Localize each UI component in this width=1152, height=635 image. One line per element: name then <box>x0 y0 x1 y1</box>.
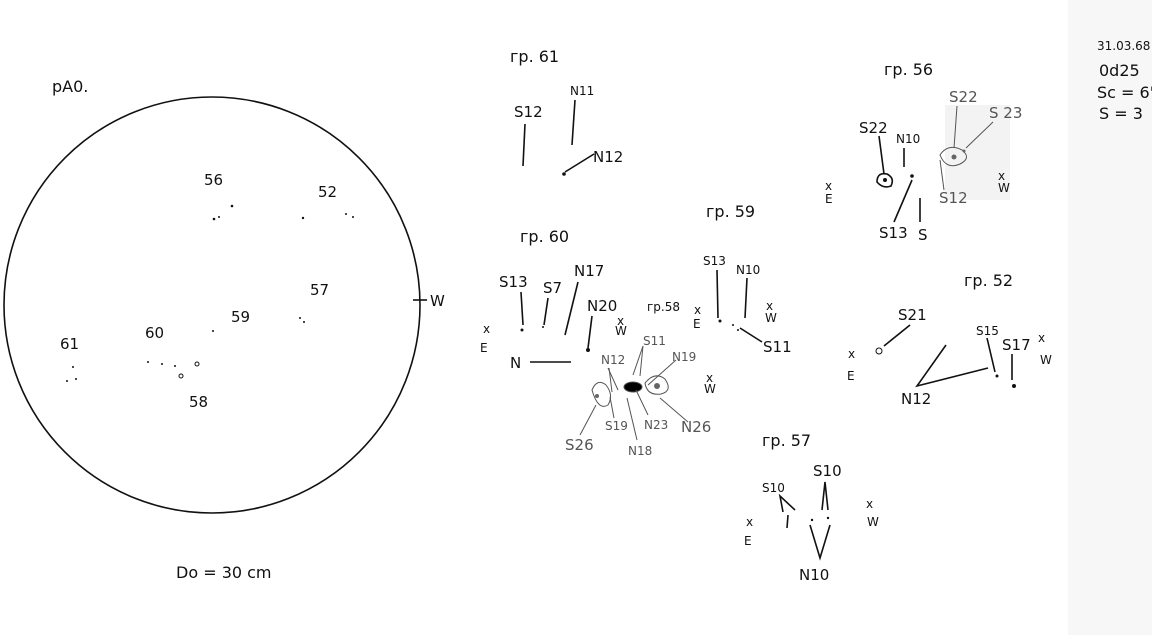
east-label: E <box>744 534 752 548</box>
spot-label: S19 <box>605 419 628 433</box>
spot-label: S12 <box>514 103 543 121</box>
x-mark: x <box>746 515 753 529</box>
disk-title: pA0. <box>52 77 88 96</box>
spot-label: S22 <box>859 119 888 137</box>
x-mark: x <box>706 371 713 385</box>
spot-label: S15 <box>976 324 999 338</box>
disk-group-56: 56 <box>204 171 223 189</box>
spot-label: N23 <box>644 418 668 432</box>
east-label: E <box>825 192 833 206</box>
paper-edge <box>1068 0 1152 635</box>
disk-spots <box>66 204 354 382</box>
group-title: гр. 52 <box>964 271 1013 290</box>
spot-label: S13 <box>703 254 726 268</box>
spot-label: S13 <box>879 224 908 242</box>
spot-label: S11 <box>643 334 666 348</box>
x-mark: x <box>1038 331 1045 345</box>
west-label: W <box>615 324 627 338</box>
time: 0d25 <box>1099 61 1140 80</box>
west-label: W <box>1040 353 1052 367</box>
spot-label: S10 <box>813 462 842 480</box>
spot-label: S21 <box>898 306 927 324</box>
x-mark: x <box>825 179 832 193</box>
x-mark: x <box>694 303 701 317</box>
spot-label: N26 <box>681 418 711 436</box>
spot-label: N18 <box>628 444 652 458</box>
x-mark: x <box>998 169 1005 183</box>
group-title: гр. 56 <box>884 60 933 79</box>
west-label: W <box>704 382 716 396</box>
spot-label: N11 <box>570 84 594 98</box>
disk-group-61: 61 <box>60 335 79 353</box>
group-52: гр. 52 S21 S15 S17 N12 x E x W <box>847 271 1052 408</box>
spot-label: N10 <box>799 566 829 584</box>
west-label: W <box>867 515 879 529</box>
spot-label: S7 <box>543 279 562 297</box>
group-61: гр. 61 S12 N11 N12 <box>510 47 623 176</box>
disk-outline <box>3 96 421 514</box>
x-mark: x <box>766 299 773 313</box>
group-59: гр. 59 S13 N10 S11 x E x W <box>693 202 792 356</box>
spot-label: S 23 <box>989 104 1022 122</box>
seeing: S = 3 <box>1099 104 1143 123</box>
group-58: гр.58 x W x W S11 N12 N19 S26 S19 N23 N1… <box>565 300 716 458</box>
spot-label: S12 <box>939 189 968 207</box>
spot-label: N19 <box>672 350 696 364</box>
observation-header: 31.03.68 0d25 Sc = 6' S = 3 <box>1097 39 1152 123</box>
spot-label: S <box>918 226 928 244</box>
spot-label: N12 <box>601 353 625 367</box>
spot-label: N20 <box>587 297 617 315</box>
spot-label: N <box>510 354 521 372</box>
x-mark: x <box>617 314 624 328</box>
west-label: W <box>998 181 1010 195</box>
group-title: гр.58 <box>647 300 680 314</box>
group-60: гр. 60 S13 S7 N17 N20 N x E <box>480 227 617 372</box>
west-label: W <box>765 311 777 325</box>
x-mark: x <box>866 497 873 511</box>
x-mark: x <box>483 322 490 336</box>
east-label: E <box>480 341 488 355</box>
disk-diameter: Do = 30 cm <box>176 563 272 582</box>
group-title: гр. 59 <box>706 202 755 221</box>
disk-group-59: 59 <box>231 308 250 326</box>
spot-label: S17 <box>1002 336 1031 354</box>
disk-group-58: 58 <box>189 393 208 411</box>
date: 31.03.68 <box>1097 39 1150 53</box>
group-title: гр. 57 <box>762 431 811 450</box>
spot-label: S26 <box>565 436 594 454</box>
spot-label: S10 <box>762 481 785 495</box>
east-label: E <box>847 369 855 383</box>
spot-label: S13 <box>499 273 528 291</box>
spot-label: N12 <box>901 390 931 408</box>
group-56: гр. 56 S22 N10 S22 S 23 S12 S13 S x E x … <box>825 60 1022 244</box>
x-mark: x <box>848 347 855 361</box>
scale: Sc = 6' <box>1097 83 1152 102</box>
disk-group-57: 57 <box>310 281 329 299</box>
spot-label: S11 <box>763 338 792 356</box>
spot-label: N10 <box>736 263 760 277</box>
spot-label: N12 <box>593 148 623 166</box>
east-label: E <box>693 317 701 331</box>
group-title: гр. 61 <box>510 47 559 66</box>
spot-label: N17 <box>574 262 604 280</box>
spot-label: N10 <box>896 132 920 146</box>
disk-group-60: 60 <box>145 324 164 342</box>
west-label: W <box>430 292 445 310</box>
group-title: гр. 60 <box>520 227 569 246</box>
spot-label: S22 <box>949 88 978 106</box>
solar-disk: pA0. 56 52 57 59 60 61 58 W Do = 30 cm <box>3 77 445 582</box>
group-57: гр. 57 S10 S10 N10 x E x W <box>744 431 879 584</box>
disk-group-52: 52 <box>318 183 337 201</box>
